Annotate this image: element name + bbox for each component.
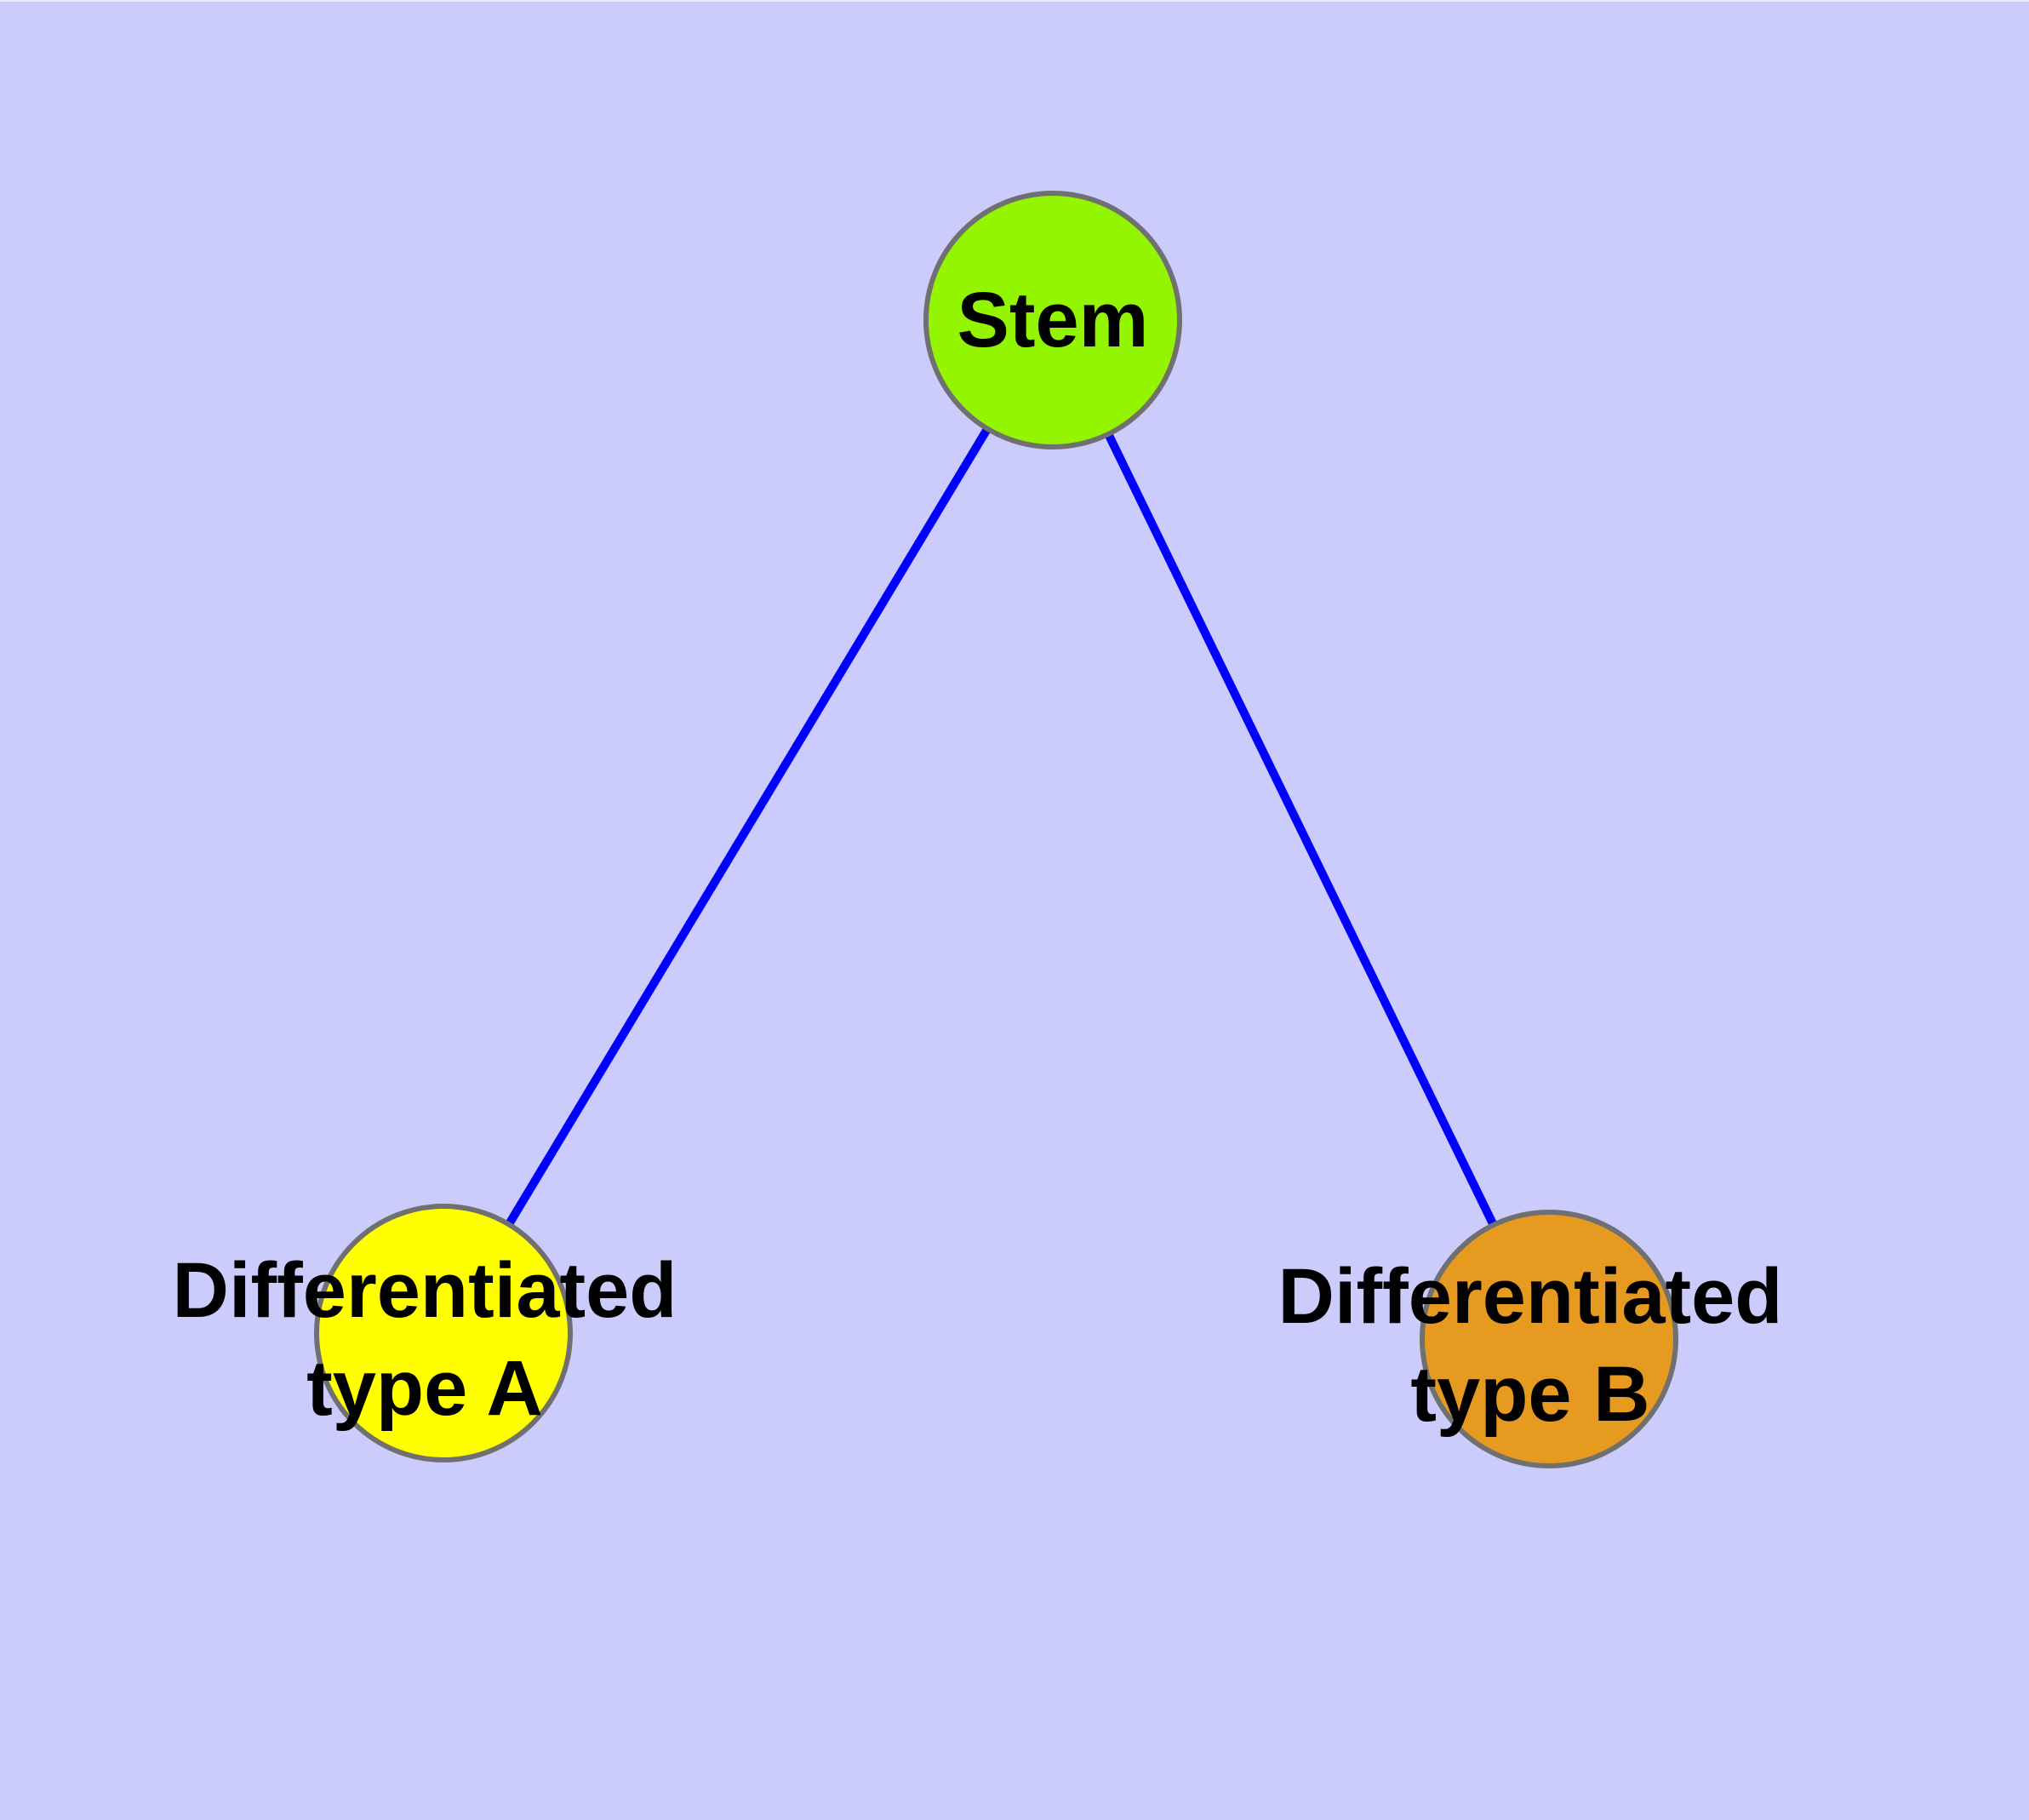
- node-differentiated-type-a: [314, 1204, 573, 1462]
- node-differentiated-type-b: [1420, 1210, 1678, 1468]
- node-stem-label: Stem: [957, 276, 1149, 363]
- node-stem: Stem: [923, 191, 1182, 449]
- edge-stem-to-type-b: [1049, 318, 1553, 1342]
- edge-stem-to-type-a: [439, 318, 1057, 1336]
